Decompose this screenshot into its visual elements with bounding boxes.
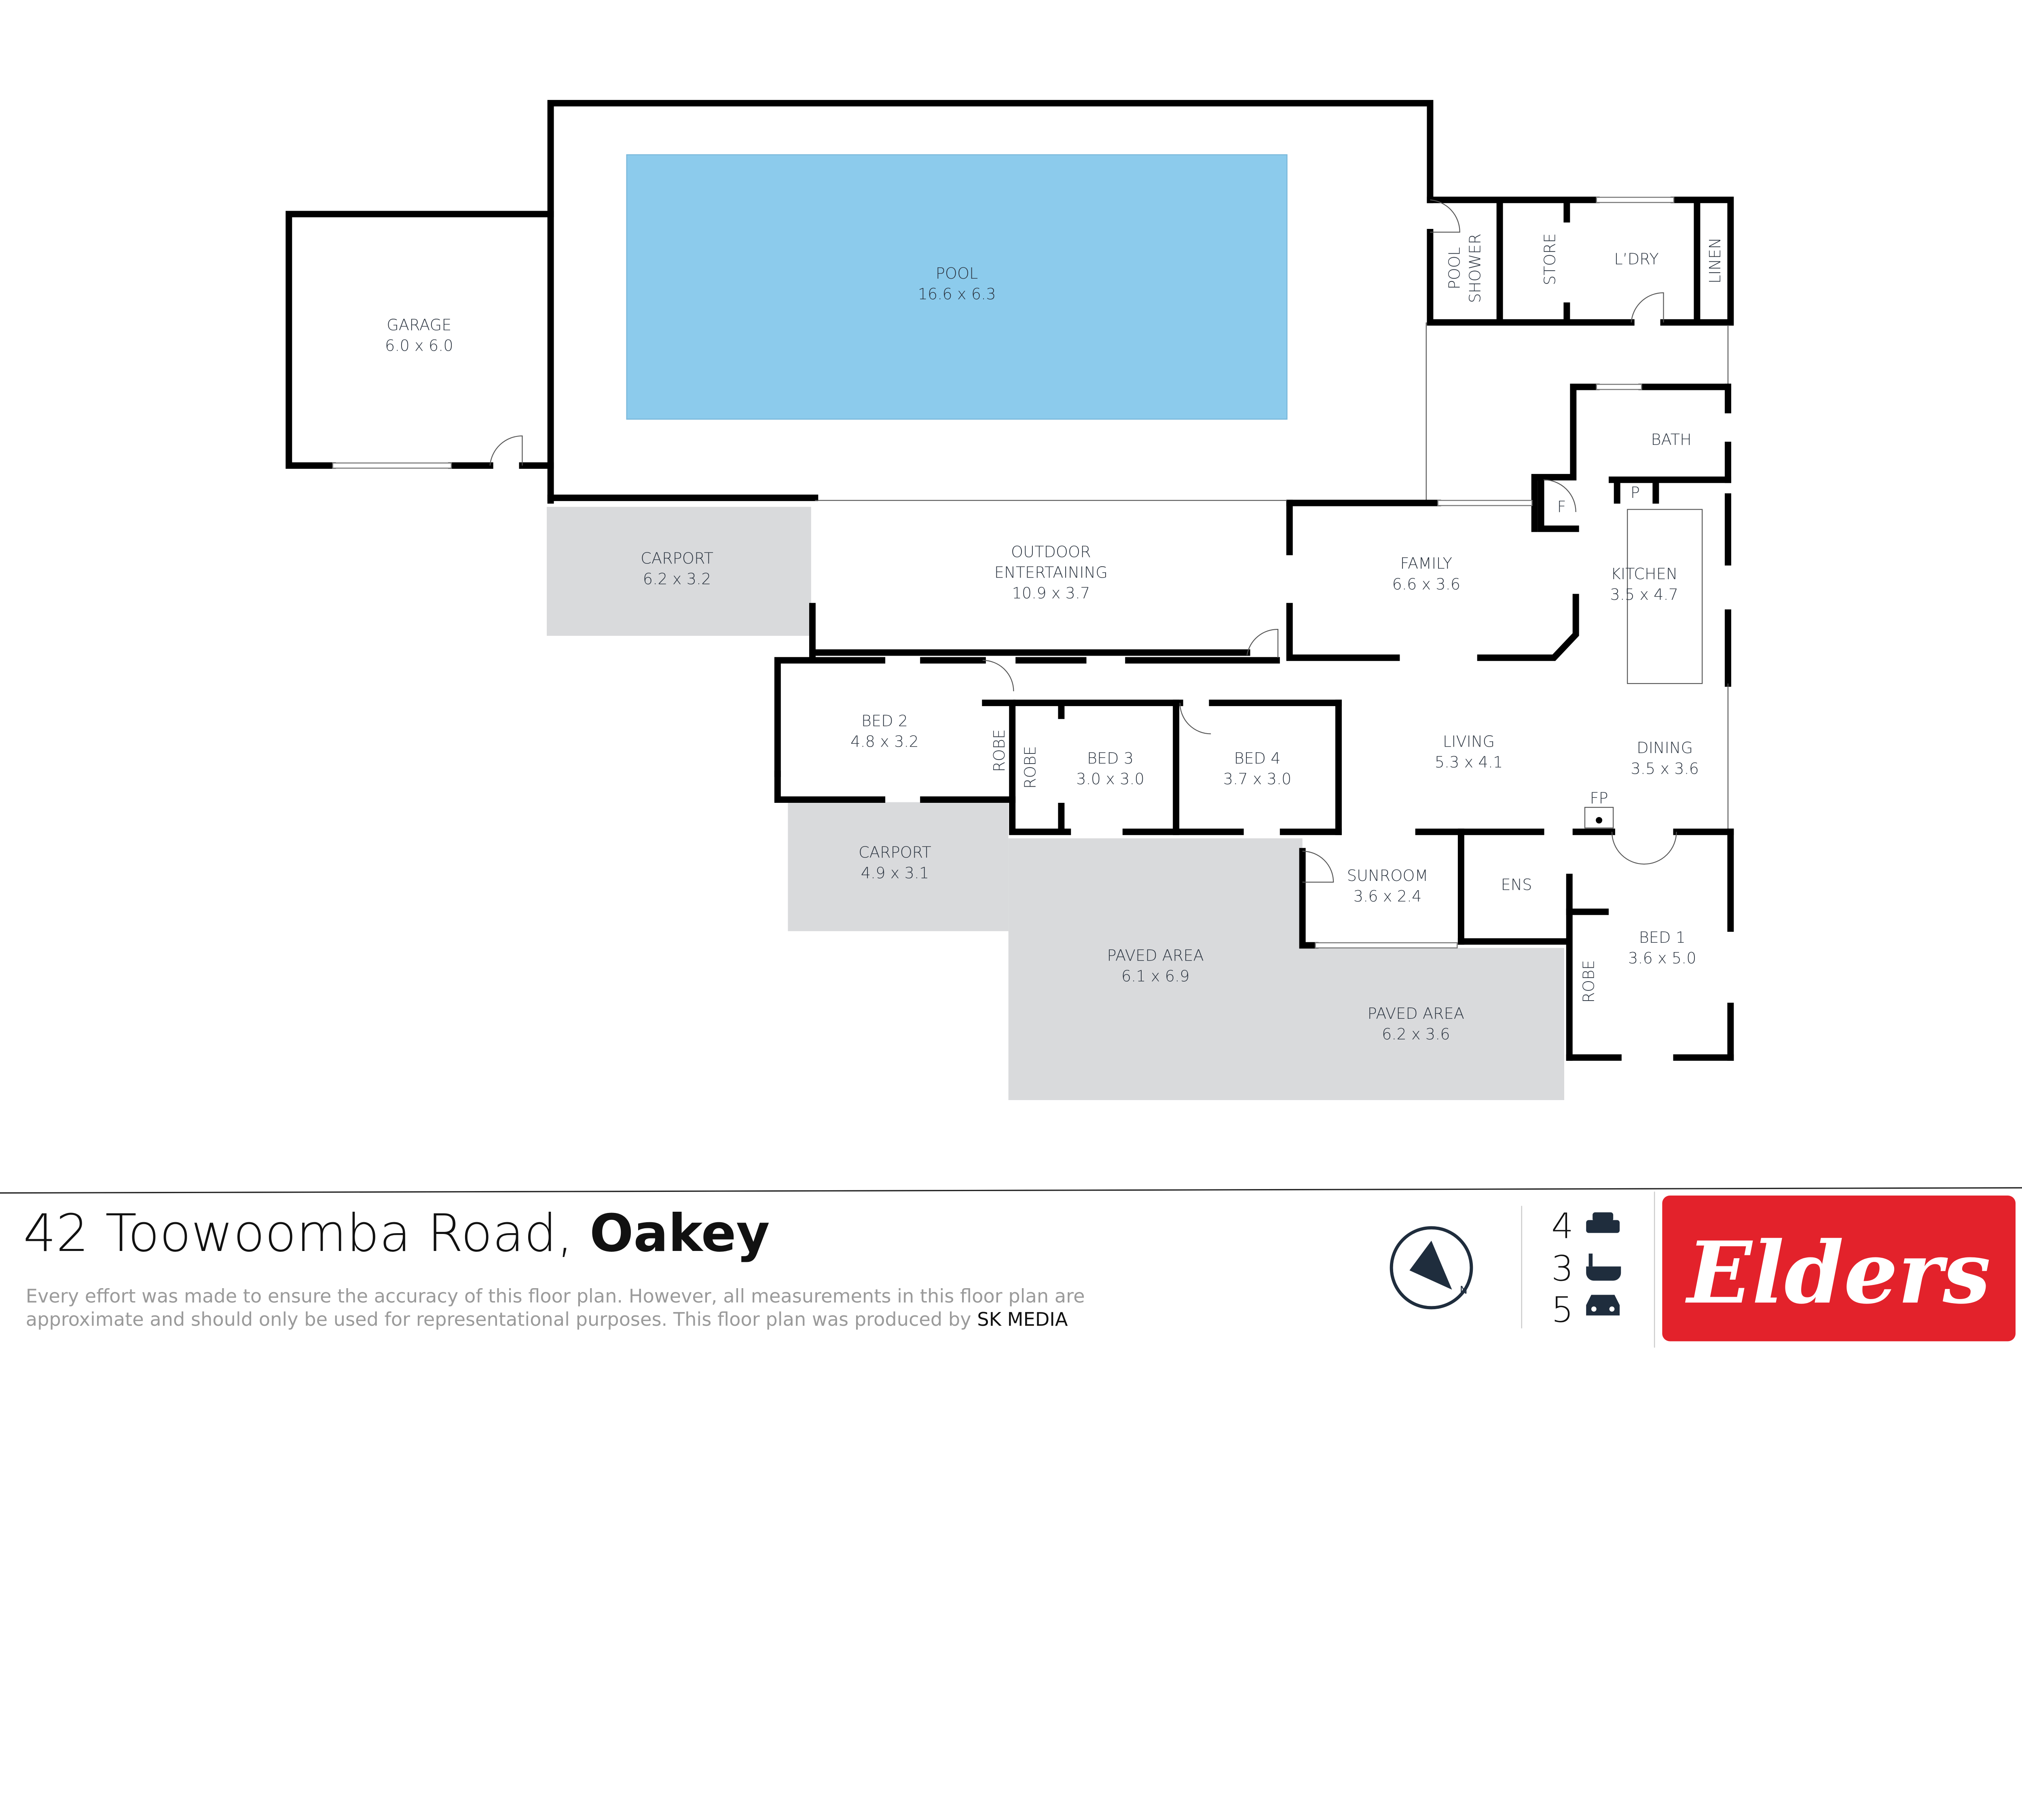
bed2-size: 4.8 x 3.2 <box>850 732 919 751</box>
bed1-robe-label: ROBE <box>1580 960 1598 1003</box>
linen-label: LINEN <box>1706 237 1724 284</box>
room-labels: POOL 16.6 x 6.3 GARAGE 6.0 x 6.0 CARPORT… <box>385 233 1724 1043</box>
paved1-size: 6.1 x 6.9 <box>1121 967 1190 986</box>
fireplace-label: FP <box>1590 789 1608 808</box>
bed2-label: BED 2 <box>861 712 908 730</box>
living-size: 5.3 x 4.1 <box>1435 753 1503 771</box>
carport1-size: 6.2 x 3.2 <box>643 570 711 588</box>
fridge-label: F <box>1557 498 1566 516</box>
garage-label: GARAGE <box>387 316 451 334</box>
family-size: 6.6 x 3.6 <box>1392 575 1460 593</box>
walls <box>286 100 1734 1061</box>
carport2-size: 4.9 x 3.1 <box>861 864 929 882</box>
pool-shower-label-1: POOL <box>1446 247 1464 290</box>
kitchen-size: 3.5 x 4.7 <box>1610 586 1678 604</box>
bed1-size: 3.6 x 5.0 <box>1628 949 1696 967</box>
bed4-label: BED 4 <box>1234 749 1280 768</box>
svg-text:Elders: Elders <box>1685 1223 1991 1323</box>
bathroom-count: 3 <box>1551 1249 1574 1289</box>
carport-area-1 <box>547 507 811 636</box>
disclaimer-line-2: approximate and should only be used for … <box>26 1308 1068 1330</box>
outdoor-label-2: ENTERTAINING <box>994 564 1108 582</box>
pool <box>626 154 1288 420</box>
car-icon <box>1586 1295 1620 1316</box>
carport-area-2 <box>788 802 1009 931</box>
footer-divider <box>0 1187 2022 1194</box>
paved1-label: PAVED AREA <box>1107 947 1203 965</box>
living-label: LIVING <box>1443 732 1495 751</box>
family-label: FAMILY <box>1400 554 1453 573</box>
svg-text:N: N <box>1460 1284 1468 1296</box>
floor-plan: POOL 16.6 x 6.3 GARAGE 6.0 x 6.0 CARPORT… <box>0 100 2022 1348</box>
bedroom-count: 4 <box>1551 1206 1574 1246</box>
outdoor-size: 10.9 x 3.7 <box>1012 584 1090 603</box>
carport2-label: CARPORT <box>859 844 931 862</box>
bed4-size: 3.7 x 3.0 <box>1223 770 1292 788</box>
laundry-label: L’DRY <box>1614 250 1658 269</box>
property-address: 42 Toowoomba Road, Oakey <box>23 1204 770 1263</box>
pool-label: POOL <box>936 265 978 283</box>
compass-icon: N <box>1390 1226 1473 1310</box>
pool-size: 16.6 x 6.3 <box>918 285 996 303</box>
paved-area <box>1008 838 1564 1100</box>
outdoor-label-1: OUTDOOR <box>1011 543 1091 561</box>
bath-icon <box>1586 1253 1621 1281</box>
pool-shower-label-2: SHOWER <box>1466 233 1485 303</box>
bed-icon <box>1586 1212 1620 1233</box>
pantry-label: P <box>1631 484 1640 502</box>
bed3-robe-label: ROBE <box>1022 746 1040 789</box>
ensuite-label: ENS <box>1501 876 1532 894</box>
store-label: STORE <box>1541 233 1559 286</box>
suburb: Oakey <box>590 1204 770 1263</box>
dining-size: 3.5 x 3.6 <box>1631 760 1699 778</box>
car-space-count: 5 <box>1551 1290 1574 1330</box>
bed3-size: 3.0 x 3.0 <box>1076 770 1144 788</box>
bed3-label: BED 3 <box>1087 749 1134 768</box>
sunroom-label: SUNROOM <box>1347 867 1428 885</box>
elders-logo: Elders <box>1662 1195 2016 1342</box>
door-swings <box>489 199 1703 883</box>
paved2-size: 6.2 x 3.6 <box>1382 1025 1450 1043</box>
carport1-label: CARPORT <box>641 549 713 567</box>
fireplace-icon <box>1596 817 1603 824</box>
dining-label: DINING <box>1637 739 1693 757</box>
disclaimer-line-1: Every effort was made to ensure the accu… <box>26 1285 1085 1307</box>
bath-label: BATH <box>1651 431 1691 449</box>
bed1-label: BED 1 <box>1639 929 1686 947</box>
garage-size: 6.0 x 6.0 <box>385 336 453 355</box>
paved2-label: PAVED AREA <box>1368 1005 1464 1023</box>
kitchen-label: KITCHEN <box>1611 565 1678 583</box>
bed2-robe-label: ROBE <box>990 729 1009 772</box>
sunroom-size: 3.6 x 2.4 <box>1354 887 1422 906</box>
